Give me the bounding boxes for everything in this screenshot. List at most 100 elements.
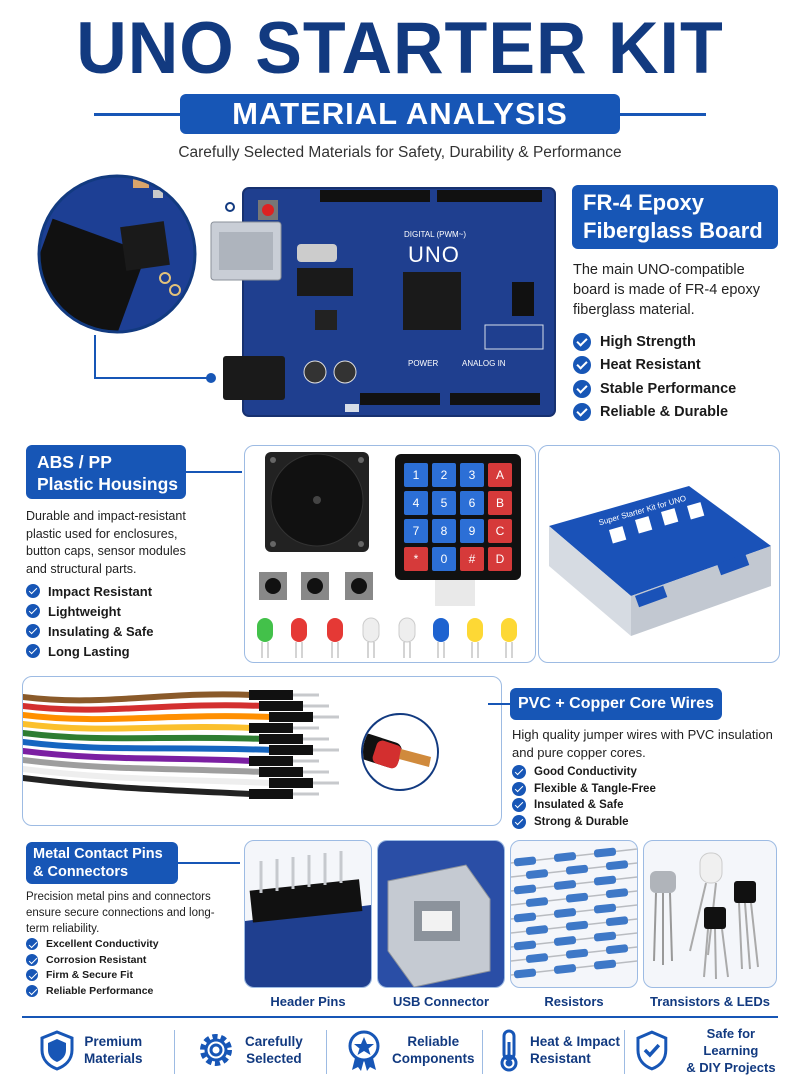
board-feature: Stable Performance [573, 377, 788, 401]
resistor-body [605, 888, 629, 899]
plastic-feature: Lightweight [26, 601, 226, 621]
subtitle-rule-left [94, 113, 180, 116]
check-icon [26, 644, 40, 658]
shield-icon [40, 1030, 74, 1071]
wires-connector-line [488, 703, 510, 705]
resistor-body [565, 892, 589, 903]
wires-heading: PVC + Copper Core Wires [510, 688, 722, 720]
keypad-key: 7 [404, 519, 428, 543]
board-analog-label: ANALOG IN [462, 359, 506, 368]
tagline: Carefully Selected Materials for Safety,… [178, 144, 622, 161]
header-pins-illustration [245, 851, 371, 987]
keypad-key: D [488, 547, 512, 571]
header-pins-card [244, 840, 372, 988]
resistor-body [593, 903, 617, 914]
keypad-key: 4 [404, 491, 428, 515]
wires-description: High quality jumper wires with PVC insul… [512, 727, 773, 760]
footer-line1: Carefully [245, 1034, 303, 1049]
board-heading-line2: Fiberglass Board [583, 218, 763, 243]
usb-connector-illustration [378, 841, 504, 987]
plastic-feature-list: Impact Resistant Lightweight Insulating … [26, 581, 226, 661]
wire-plug [259, 734, 303, 744]
footer-line1: Reliable [407, 1034, 460, 1049]
check-icon [512, 765, 526, 780]
wire-plug [269, 712, 313, 722]
plastic-feature: Long Lasting [26, 641, 226, 661]
board-feature: Heat Resistant [573, 354, 788, 378]
resistor-body [513, 912, 537, 923]
jumper-wire [23, 691, 256, 704]
footer-rule [22, 1016, 778, 1018]
footer-line2: & DIY Projects [686, 1059, 776, 1075]
board-feature: Reliable & Durable [573, 401, 788, 425]
resistor-body [553, 964, 577, 974]
resistor-body [513, 968, 537, 979]
check-icon [512, 781, 526, 796]
resistor-body [553, 880, 577, 890]
footer-line2: Components [392, 1051, 475, 1066]
wires-feature-list: Good Conductivity Flexible & Tangle-Free… [512, 764, 772, 830]
keypad-key: # [460, 547, 484, 571]
metal-feature: Reliable Performance [26, 983, 236, 999]
check-icon [26, 953, 38, 966]
footer-separator [482, 1030, 483, 1074]
resistor-body [513, 856, 537, 867]
board-power-label: POWER [408, 359, 439, 368]
wire-plug [249, 756, 293, 766]
board-feature-list: High Strength Heat Resistant Stable Perf… [573, 330, 788, 424]
keypad-key: * [404, 547, 428, 571]
gear-icon [200, 1034, 232, 1066]
wire-plug [259, 767, 303, 777]
resistor-body [593, 847, 617, 858]
resistor-body [593, 931, 617, 942]
resistor-body [513, 940, 537, 951]
metal-heading-line1: Metal Contact Pins [33, 846, 163, 862]
footer-separator [326, 1030, 327, 1074]
resistor-body [593, 959, 617, 970]
wires-feature: Insulated & Safe [512, 797, 772, 814]
plastic-heading: ABS / PP Plastic Housings [26, 445, 186, 499]
caption-resistors: Resistors [544, 994, 604, 1009]
footer-line1: Heat & Impact [530, 1034, 621, 1049]
footer-line2: Selected [246, 1051, 302, 1066]
board-brand-label: UNO [408, 242, 460, 267]
resistor-body [605, 944, 629, 955]
check-icon [512, 798, 526, 813]
caption-transistors: Transistors & LEDs [650, 994, 770, 1009]
plastic-feature: Impact Resistant [26, 581, 226, 601]
wires-feature: Flexible & Tangle-Free [512, 781, 772, 798]
wire-plug [269, 778, 313, 788]
subtitle-rule-right [620, 113, 706, 116]
resistor-body [513, 884, 537, 895]
footer-line2: Resistant [530, 1051, 591, 1066]
wire-plug [269, 745, 313, 755]
keypad-key: 9 [460, 519, 484, 543]
keypad-key: 2 [432, 463, 456, 487]
transistors-card [643, 840, 777, 988]
jumper-wire [23, 721, 256, 732]
storage-box-card: Super Starter Kit for UNO [538, 445, 780, 663]
metal-description: Precision metal pins and connectors ensu… [26, 891, 215, 935]
check-icon [573, 403, 591, 422]
page-title: UNO STARTER KIT [76, 7, 724, 89]
keypad-key: A [488, 463, 512, 487]
metal-feature: Corrosion Resistant [26, 952, 236, 968]
keypad-key: 0 [432, 547, 456, 571]
check-icon [573, 379, 591, 398]
resistor-body [565, 948, 589, 959]
jumper-wire [23, 702, 266, 713]
check-icon [26, 604, 40, 618]
board-digital-label: DIGITAL (PWM~) [404, 230, 466, 239]
jumper-wire [23, 730, 266, 742]
storage-box-illustration [549, 486, 771, 636]
wire-plug [259, 701, 303, 711]
board-feature: High Strength [573, 330, 788, 354]
resistor-body [553, 852, 577, 862]
plastic-description: Durable and impact-resistant plastic use… [26, 509, 186, 576]
resistors-illustration [511, 847, 637, 979]
resistor-body [565, 864, 589, 875]
copper-core-icon [363, 733, 431, 769]
